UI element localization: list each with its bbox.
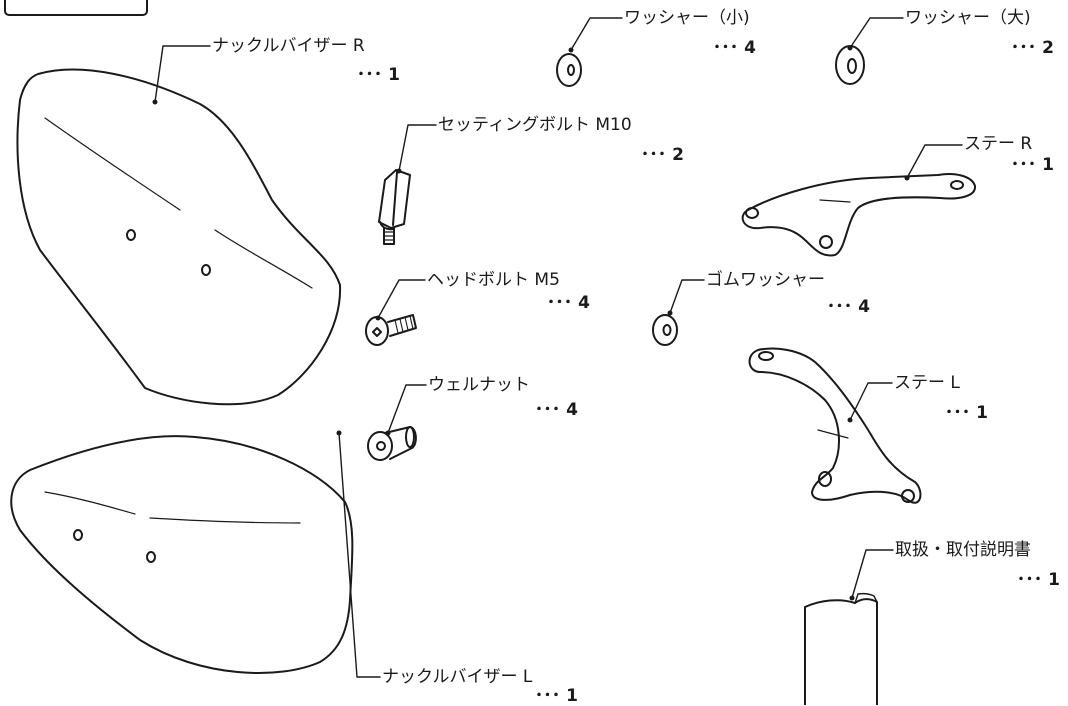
section-header-box: [4, 0, 148, 16]
well-nut-qty: ･･･ 4: [534, 400, 578, 420]
well-nut-drawing: [367, 426, 417, 461]
leader-visor-r: [154, 45, 211, 103]
rubber-washer-drawing: [652, 314, 678, 346]
rubber-washer-qty: ･･･ 4: [826, 297, 870, 317]
washer-large-qty: ･･･ 2: [1010, 38, 1054, 58]
washer-large-drawing: [835, 45, 865, 85]
visor-r-name: ナックルバイザー R: [212, 36, 365, 56]
visor-l-name: ナックルバイザー L: [382, 667, 533, 687]
stay-r-name: ステー R: [964, 134, 1033, 154]
manual-name: 取扱・取付説明書: [895, 540, 1031, 560]
well-nut-name: ウェルナット: [428, 375, 530, 395]
stay-l-drawing: [748, 347, 922, 504]
head-bolt-qty: ･･･ 4: [546, 293, 590, 313]
rubber-washer-name: ゴムワッシャー: [706, 270, 825, 290]
stay-l-qty: ･･･ 1: [944, 403, 988, 423]
knuckle-visor-l-drawing: [10, 435, 354, 674]
stay-r-drawing: [741, 173, 976, 257]
visor-r-qty: ･･･ 1: [356, 65, 400, 85]
knuckle-visor-r-drawing: [16, 68, 342, 406]
washer-small-name: ワッシャー（小): [624, 8, 750, 28]
head-bolt-drawing: [365, 314, 417, 346]
visor-l-qty: ･･･ 1: [534, 686, 578, 706]
washer-small-drawing: [556, 53, 582, 87]
washer-small-qty: ･･･ 4: [712, 38, 756, 58]
setting-bolt-drawing: [378, 169, 411, 245]
manual-drawing: [804, 592, 878, 705]
leader-visor-l: [338, 432, 381, 678]
manual-qty: ･･･ 1: [1016, 570, 1060, 590]
head-bolt-name: ヘッドボルト M5: [427, 270, 560, 290]
stay-l-name: ステー L: [894, 373, 960, 393]
stay-r-qty: ･･･ 1: [1010, 155, 1054, 175]
washer-large-name: ワッシャー（大): [905, 8, 1031, 28]
setting-bolt-name: セッティングボルト M10: [438, 115, 632, 135]
setting-bolt-qty: ･･･ 2: [640, 145, 684, 165]
